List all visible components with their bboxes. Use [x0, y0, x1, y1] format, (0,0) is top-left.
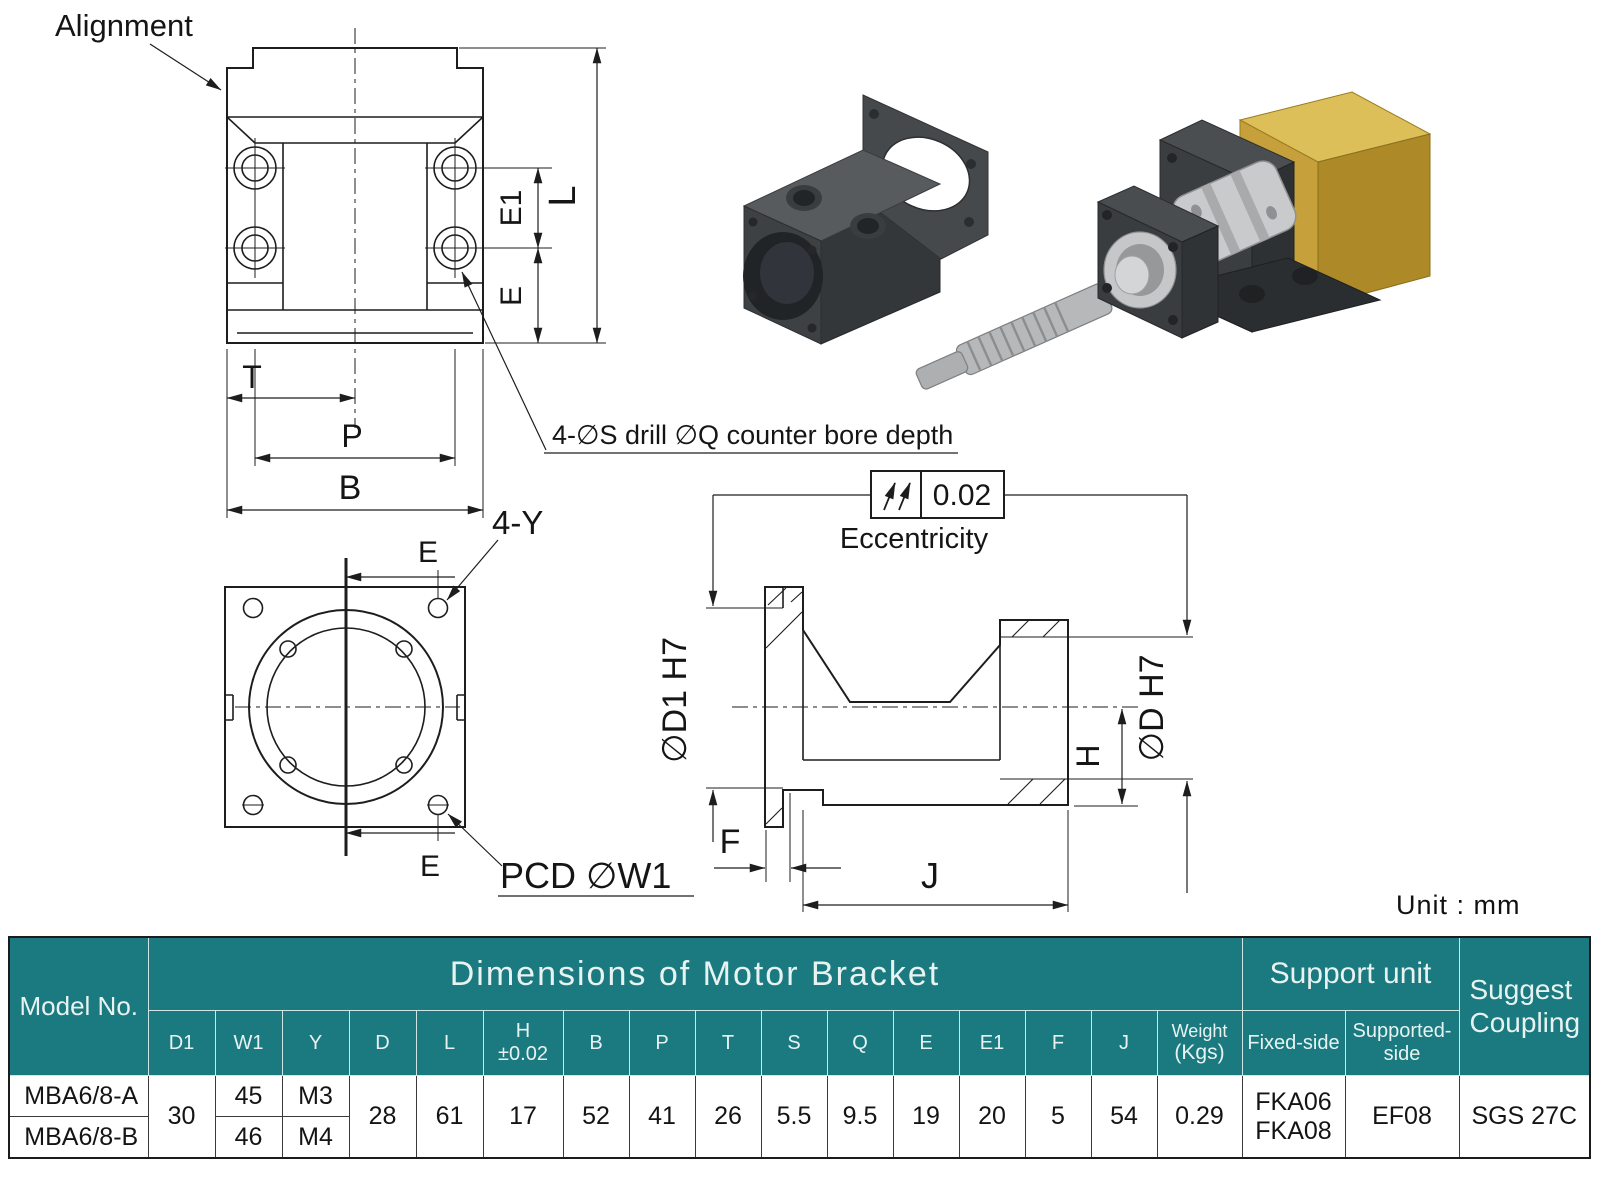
- col-header-f: F: [1024, 1010, 1092, 1076]
- table-row-mba68a: MBA6/8-A 30 45 M3 28 61 17 52 41 26 5.5 …: [8, 1075, 1591, 1159]
- col-header-e: E: [892, 1010, 960, 1076]
- dim-d1-bore: ∅D1 H7: [656, 637, 694, 763]
- value-b: 52: [562, 1075, 630, 1159]
- counterbore-holes: [225, 138, 485, 278]
- value-coupling: SGS 27C: [1458, 1075, 1591, 1159]
- dim-e-bottom: E: [420, 850, 440, 883]
- col-header-e1: E1: [958, 1010, 1026, 1076]
- dimensions-header: Dimensions of Motor Bracket: [147, 936, 1243, 1011]
- render-bracket: [742, 94, 989, 345]
- value-d1: 30: [147, 1075, 216, 1159]
- pcd-leader: [447, 813, 503, 867]
- dim-t: T: [242, 359, 262, 395]
- value-w1-b: 46: [214, 1116, 283, 1159]
- tapped-holes-leader: [446, 539, 499, 601]
- counterbore-note: 4-∅S drill ∅Q counter bore depth: [552, 420, 953, 450]
- suggest-line2: Coupling: [1469, 1006, 1581, 1038]
- value-fixed-side: FKA06 FKA08: [1241, 1075, 1346, 1159]
- value-f: 5: [1024, 1075, 1092, 1159]
- col-header-w1: W1: [214, 1010, 283, 1076]
- front-dims-bottom: T P B: [226, 349, 484, 518]
- suggest-coupling-header: Suggest Coupling: [1458, 936, 1591, 1076]
- col-header-l: L: [415, 1010, 484, 1076]
- dim-p: P: [341, 418, 362, 454]
- col-header-j: J: [1090, 1010, 1158, 1076]
- bearing-block: [1096, 185, 1220, 339]
- dim-e-top: E: [418, 536, 438, 569]
- col-header-fixed-side: Fixed-side: [1241, 1010, 1346, 1076]
- col-header-y: Y: [281, 1010, 350, 1076]
- section-hatching: [765, 587, 1066, 825]
- col-header-b: B: [562, 1010, 630, 1076]
- col-header-supported-side: Supported-side: [1344, 1010, 1460, 1076]
- dim-e: E: [495, 286, 528, 306]
- value-s: 5.5: [760, 1075, 828, 1159]
- value-y-a: M3: [281, 1075, 350, 1117]
- col-header-weight: Weight (Kgs): [1156, 1010, 1243, 1076]
- col-header-q: Q: [826, 1010, 894, 1076]
- pcd-access-holes: [279, 640, 413, 774]
- model-a: MBA6/8-A: [8, 1075, 149, 1117]
- value-weight: 0.29: [1156, 1075, 1243, 1159]
- total-runout-icon: [883, 482, 911, 511]
- pcd-label: PCD ∅W1: [500, 855, 671, 896]
- corner-tapped-holes: [242, 597, 449, 816]
- value-w1-a: 45: [214, 1075, 283, 1117]
- counterbore-callout: 4-∅S drill ∅Q counter bore depth: [461, 271, 958, 454]
- suggest-line1: Suggest: [1469, 974, 1573, 1006]
- eccentricity-label: Eccentricity: [840, 523, 989, 555]
- model-b: MBA6/8-B: [8, 1116, 149, 1159]
- value-h: 17: [482, 1075, 564, 1159]
- dim-j: J: [921, 855, 939, 896]
- render-assembly: [915, 91, 1432, 390]
- eccentricity-value: 0.02: [933, 479, 991, 512]
- unit-label: Unit : mm: [1396, 890, 1521, 920]
- model-no-header: Model No.: [8, 936, 149, 1076]
- dim-l: L: [542, 185, 584, 206]
- value-t: 26: [694, 1075, 762, 1159]
- col-header-s: S: [760, 1010, 828, 1076]
- col-header-p: P: [628, 1010, 696, 1076]
- value-e: 19: [892, 1075, 960, 1159]
- col-header-d: D: [348, 1010, 417, 1076]
- value-y-b: M4: [281, 1116, 350, 1159]
- tapped-holes-label: 4-Y: [492, 504, 543, 541]
- spec-table: Model No. Dimensions of Motor Bracket Su…: [8, 936, 1591, 1159]
- dim-b: B: [339, 469, 362, 507]
- value-j: 54: [1090, 1075, 1158, 1159]
- value-supported-side: EF08: [1344, 1075, 1460, 1159]
- alignment-label: Alignment: [55, 8, 193, 43]
- dim-h: H: [1070, 744, 1106, 767]
- value-e1: 20: [958, 1075, 1026, 1159]
- table-row-mba68b: MBA6/8-B 46 M4: [8, 1116, 1590, 1159]
- eccentricity-callout: 0.02 Eccentricity: [713, 470, 1187, 555]
- section-view: 0.02 Eccentricity ∅D1 H7 ∅D H7 H F J: [656, 470, 1193, 912]
- front-dims-right: E1 E L: [459, 47, 606, 344]
- col-header-h: H ±0.02: [482, 1010, 564, 1076]
- dim-d-bore: ∅D H7: [1133, 654, 1171, 761]
- dim-e1: E1: [495, 190, 528, 227]
- value-d: 28: [348, 1075, 417, 1159]
- dim-f: F: [720, 823, 741, 861]
- alignment-leader: [149, 43, 222, 91]
- technical-drawing: Alignment E1 E L T P B 4-∅S drill ∅Q cou…: [55, 8, 1432, 912]
- value-q: 9.5: [826, 1075, 894, 1159]
- value-l: 61: [415, 1075, 484, 1159]
- col-header-d1: D1: [147, 1010, 216, 1076]
- screw-shaft: [915, 283, 1113, 390]
- motor-block: [1238, 91, 1432, 307]
- face-view: E E 4-Y PCD ∅W1: [224, 504, 694, 897]
- value-p: 41: [628, 1075, 696, 1159]
- front-view: Alignment E1 E L T P B 4-∅S drill ∅Q cou…: [55, 8, 958, 518]
- support-unit-header: Support unit: [1241, 936, 1460, 1011]
- col-header-t: T: [694, 1010, 762, 1076]
